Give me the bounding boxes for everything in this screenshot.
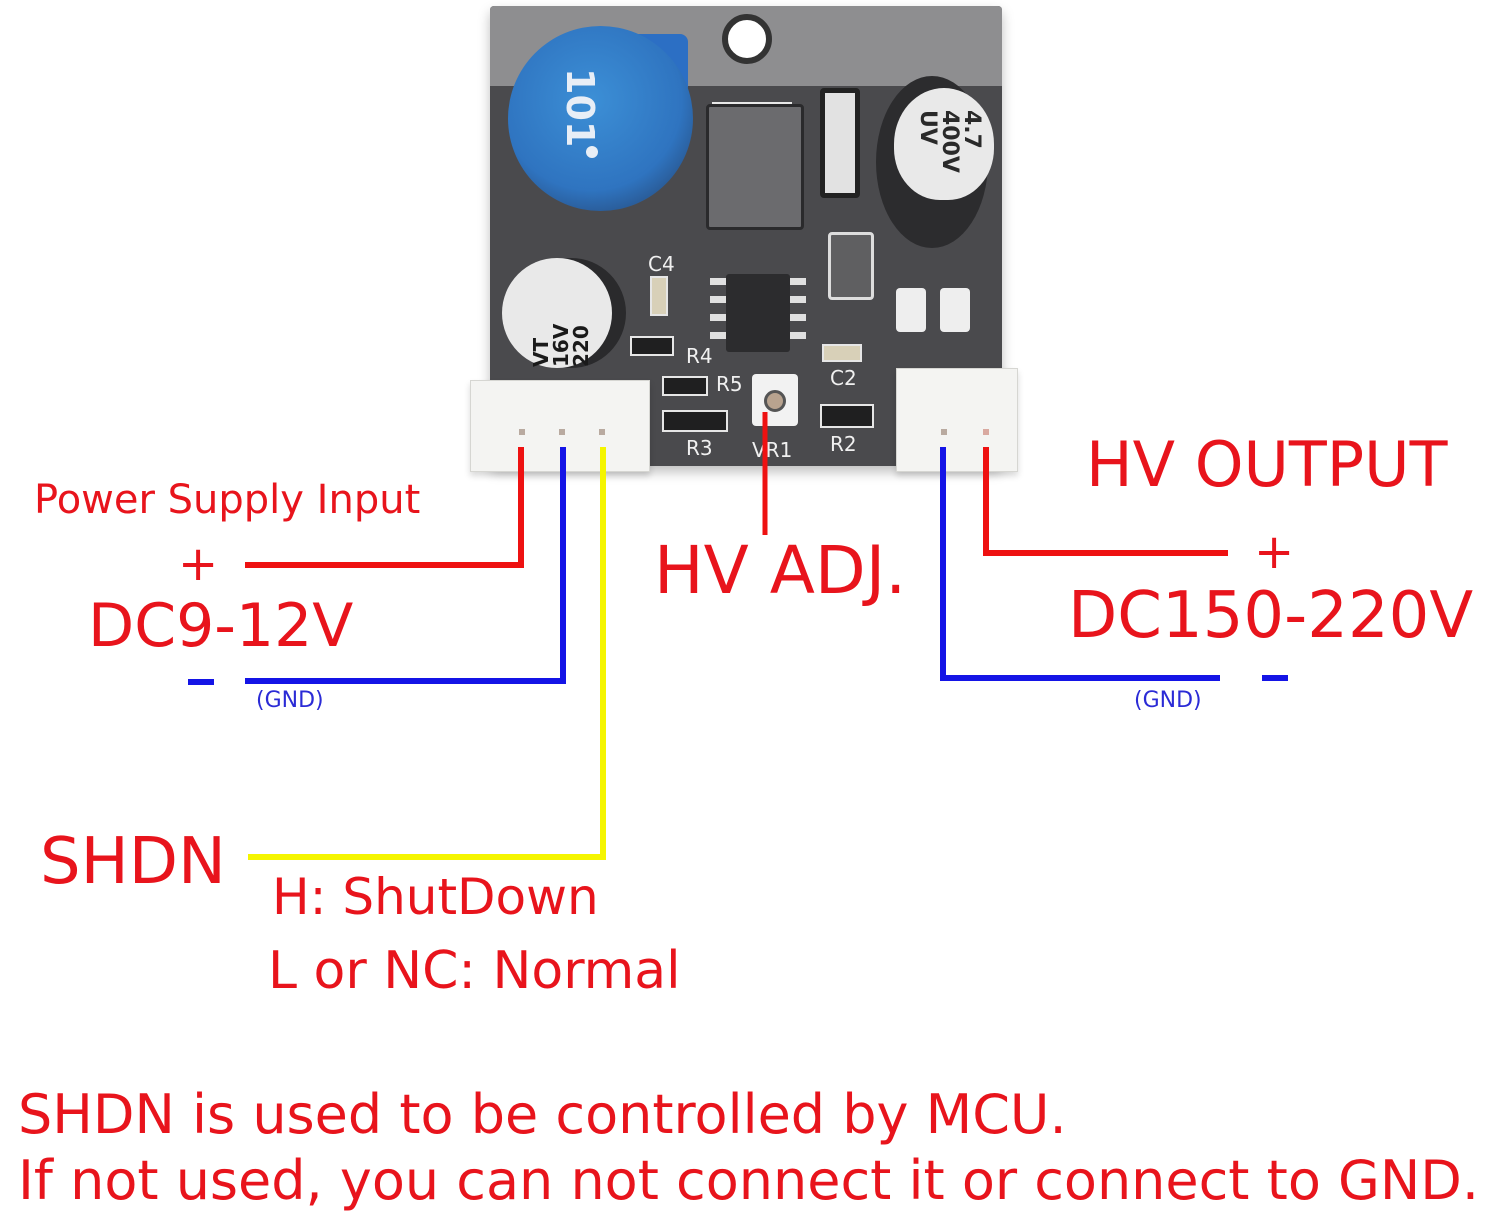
silk-r3: R3: [686, 436, 713, 460]
ic-pin: [710, 332, 726, 339]
wire-output-positive: [983, 447, 1228, 556]
wire-shdn: [248, 447, 606, 860]
power-supply-input-label: Power Supply Input: [34, 477, 421, 523]
wire-input-ground: [245, 447, 566, 684]
silk-vr1: VR1: [752, 438, 793, 462]
pin-marker: [519, 429, 525, 435]
resistor-r4: [630, 336, 674, 356]
pin-marker: [559, 429, 565, 435]
inductor-polarity-dot: [586, 146, 598, 158]
resistor-r3: [662, 410, 728, 432]
silk-r2: R2: [830, 432, 857, 456]
ic-pin: [790, 314, 806, 321]
silk-r4: R4: [686, 344, 713, 368]
ic-pin: [790, 278, 806, 285]
shunt-resistor: [828, 232, 874, 300]
mosfet: [706, 104, 804, 230]
ic-pin: [710, 296, 726, 303]
diode: [820, 88, 860, 198]
ic-pin: [790, 296, 806, 303]
output-pad: [940, 288, 970, 332]
hv-adj-label: HV ADJ.: [654, 532, 907, 609]
controller-ic: [726, 274, 790, 352]
shdn-low-label: L or NC: Normal: [268, 941, 681, 1001]
output-pad: [896, 288, 926, 332]
output-gnd-label: (GND): [1134, 688, 1202, 713]
silk-r5: R5: [716, 372, 743, 396]
note-line-2: If not used, you can not connect it or c…: [18, 1149, 1480, 1212]
input-gnd-label: (GND): [256, 688, 324, 713]
pin-marker: [983, 429, 989, 435]
resistor-r5: [662, 376, 708, 396]
ic-pin: [790, 332, 806, 339]
output-plus-label: +: [1254, 524, 1295, 580]
silk-c4: C4: [648, 252, 675, 276]
mounting-hole: [722, 14, 772, 64]
pcb-board: 101 4.7 400V UV VT 16V 220 C4 R4 R5 R3 C…: [490, 6, 1002, 466]
ic-pin: [710, 314, 726, 321]
hv-capacitor-top: [894, 88, 994, 200]
input-plus-label: +: [178, 536, 219, 592]
lv-capacitor: [502, 258, 612, 368]
input-voltage-label: DC9-12V: [88, 591, 354, 661]
wire-input-positive: [245, 447, 524, 568]
resistor-r2: [820, 404, 874, 428]
capacitor-c2: [822, 344, 862, 362]
wire-output-ground: [940, 447, 1220, 681]
ic-pin: [710, 278, 726, 285]
capacitor-c4: [650, 276, 668, 316]
pin-marker: [599, 429, 605, 435]
hv-output-label: HV OUTPUT: [1086, 428, 1448, 501]
shdn-high-label: H: ShutDown: [272, 868, 599, 926]
output-voltage-label: DC150-220V: [1068, 579, 1474, 653]
inductor: [508, 26, 693, 211]
shdn-label: SHDN: [40, 825, 226, 899]
pin-marker: [941, 429, 947, 435]
note-line-1: SHDN is used to be controlled by MCU.: [18, 1083, 1067, 1146]
silk-c2: C2: [830, 366, 857, 390]
potentiometer-knob[interactable]: [764, 390, 786, 412]
output-connector: [896, 368, 1018, 472]
